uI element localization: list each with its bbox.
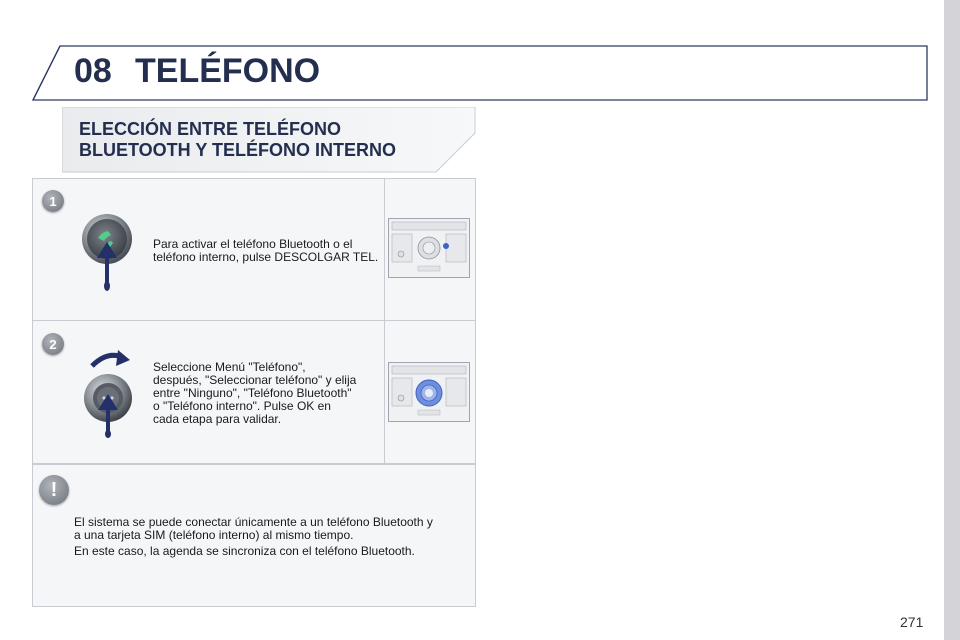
- step-number-badge: 2: [42, 333, 64, 355]
- radio-panel-thumbnail: [388, 362, 470, 427]
- note-text-line: a una tarjeta SIM (teléfono interno) al …: [74, 528, 354, 542]
- chapter-title: TELÉFONO: [135, 52, 321, 90]
- step-text-line: teléfono interno, pulse DESCOLGAR TEL.: [153, 250, 379, 264]
- step-text-line: cada etapa para validar.: [153, 412, 282, 426]
- step-1-text: Para activar el teléfono Bluetooth o el …: [153, 238, 378, 264]
- page-number: 271: [900, 614, 924, 630]
- note-text-paragraph: El sistema se puede conectar únicamente …: [74, 516, 466, 542]
- step-text-line: Seleccione Menú "Teléfono",: [153, 360, 306, 374]
- section-title-line2: BLUETOOTH Y TELÉFONO INTERNO: [79, 140, 397, 160]
- radio-panel-thumbnail: [388, 218, 470, 283]
- phone-pickup-button-icon: [80, 212, 136, 299]
- note-text-line: El sistema se puede conectar únicamente …: [74, 515, 433, 529]
- section-title: ELECCIÓN ENTRE TELÉFONO BLUETOOTH Y TELÉ…: [79, 119, 459, 161]
- step-number-badge: 1: [42, 190, 64, 212]
- row-divider: [32, 320, 476, 321]
- section-title-box: [62, 107, 476, 173]
- step-2-text: Seleccione Menú "Teléfono", después, "Se…: [153, 361, 356, 426]
- chapter-header: [32, 45, 928, 101]
- note-panel: [32, 464, 476, 607]
- step-text-line: o "Teléfono interno". Pulse OK en: [153, 399, 331, 413]
- column-divider: [384, 178, 385, 464]
- section-title-line1: ELECCIÓN ENTRE TELÉFONO: [79, 119, 342, 139]
- step-text-line: después, "Seleccionar teléfono" y elija: [153, 373, 357, 387]
- page-edge-strip: [944, 0, 960, 640]
- rotary-dial-ok-icon: [80, 348, 142, 443]
- chapter-number: 08: [74, 52, 112, 90]
- step-text-line: Para activar el teléfono Bluetooth o el: [153, 237, 353, 251]
- warning-icon: !: [39, 475, 69, 505]
- step-text-line: entre "Ninguno", "Teléfono Bluetooth": [153, 386, 352, 400]
- note-text-paragraph: En este caso, la agenda se sincroniza co…: [74, 544, 415, 558]
